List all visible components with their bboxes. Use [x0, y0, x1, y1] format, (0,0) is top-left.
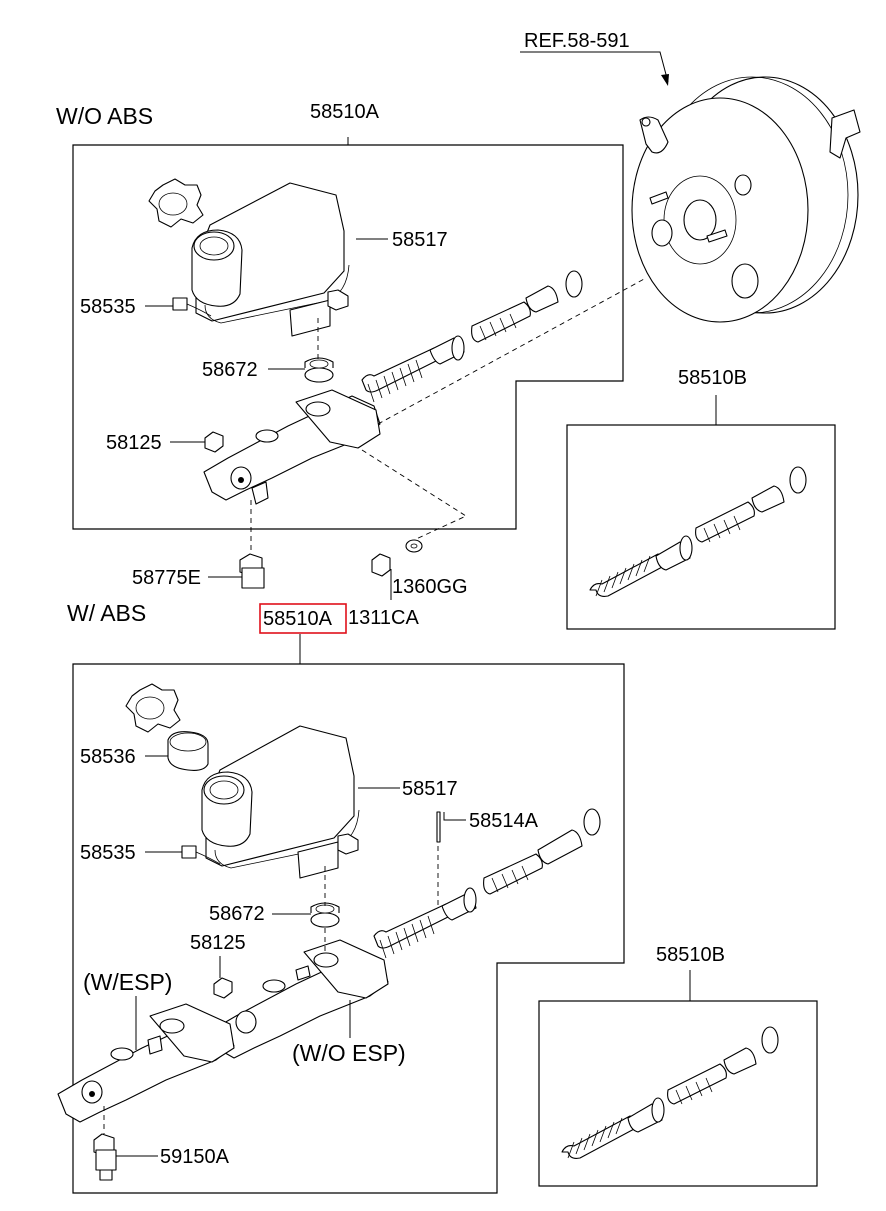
section-wo-abs-label: W/O ABS — [56, 103, 153, 129]
fitting-58775e — [239, 553, 265, 589]
pin-label: 58514A — [469, 810, 539, 832]
piston-kit-58510b-bottom — [561, 1026, 779, 1159]
grommet-top-label: 58672 — [202, 359, 258, 381]
kit-top-label: 58510B — [678, 367, 747, 389]
wo-abs-frame — [72, 144, 624, 530]
w-abs-frame — [72, 663, 625, 1194]
sensor-bottom-label: 58535 — [80, 842, 136, 864]
plug-bottom — [213, 977, 233, 999]
washer-label: 1360GG — [392, 576, 468, 598]
pin-58514a — [436, 811, 441, 843]
cylinder-body-w-esp — [57, 1003, 235, 1123]
sensor-top-label: 58535 — [80, 296, 136, 318]
nut-1311ca — [371, 553, 391, 577]
sensor-esp-label: 59150A — [160, 1146, 230, 1168]
reservoir-top — [148, 178, 350, 337]
section-w-abs-label: W/ ABS — [67, 600, 146, 626]
brake-booster — [631, 76, 861, 323]
wo-esp-label: (W/O ESP) — [292, 1040, 406, 1066]
reservoir-bottom — [125, 683, 360, 879]
strainer-label: 58536 — [80, 746, 136, 768]
grommet-bottom-label: 58672 — [209, 903, 265, 925]
piston-kit-bottom — [373, 808, 601, 959]
sensor-59150a — [93, 1133, 117, 1181]
w-esp-label: (W/ESP) — [83, 969, 172, 995]
cylinder-body-wo-esp — [211, 939, 389, 1059]
plug-top — [204, 431, 224, 453]
piston-kit-top — [361, 270, 583, 403]
assy-bottom-label: 58510A — [263, 608, 333, 630]
assy-bottom-highlight — [259, 603, 347, 634]
grommet-top — [304, 357, 334, 383]
ref-label: REF.58-591 — [524, 30, 630, 52]
assy-top-label: 58510A — [310, 101, 380, 123]
grommet-bottom — [310, 902, 340, 928]
reservoir-bottom-label: 58517 — [402, 778, 458, 800]
kit-bottom-frame — [538, 1000, 818, 1187]
reservoir-top-label: 58517 — [392, 229, 448, 251]
piston-kit-58510b-top — [589, 466, 807, 597]
kit-bottom-label: 58510B — [656, 944, 725, 966]
plug-top-label: 58125 — [106, 432, 162, 454]
fitting-label: 58775E — [132, 567, 201, 589]
washer-1360gg — [405, 539, 423, 553]
kit-top-frame — [566, 424, 836, 630]
plug-bottom-label: 58125 — [190, 932, 246, 954]
nut-label: 1311CA — [348, 607, 419, 629]
cylinder-body-top — [203, 389, 381, 505]
